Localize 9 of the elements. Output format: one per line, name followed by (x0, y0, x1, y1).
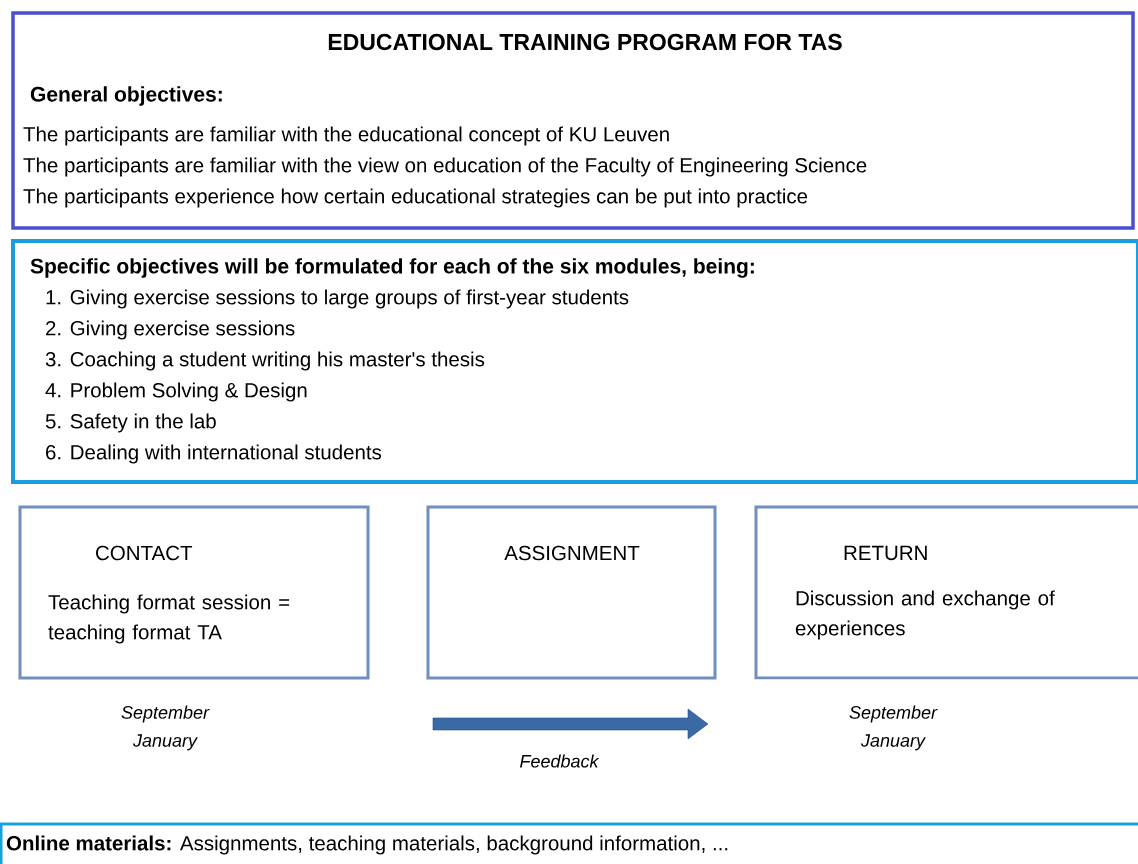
objectives-box: EDUCATIONAL TRAINING PROGRAM FOR TAS General objectives: The participants are familiar with the educational concept of KU Leuven The participants are familiar with the view on education of the Faculty of Engineering Science The participants experience how certain educational strategies can be put into practice (11, 11, 1135, 230)
modules-box: Specific objectives will be formulated for each of the six modules, being: 1. Giving exercise sessions to large groups of first-year students 2. Giving exercise sessions 3. Coaching a student writing his master's thesis 4. Problem Solving & Design 5. Safety in the lab 6. Dealing with international students (11, 239, 1138, 484)
date-text: September January (121, 705, 210, 751)
phase-box: RETURN Discussion and exchange of experiences (754, 505, 1138, 680)
materials-bar: Online materials: Assignments, teaching materials, background information, ... (0, 822, 1138, 864)
arrow-label: Feedback (520, 754, 600, 768)
date-text: September January (849, 705, 938, 751)
phase-box: ASSIGNMENT (426, 505, 717, 680)
phase-box: CONTACT Teaching format session = teaching format TA (18, 505, 370, 680)
